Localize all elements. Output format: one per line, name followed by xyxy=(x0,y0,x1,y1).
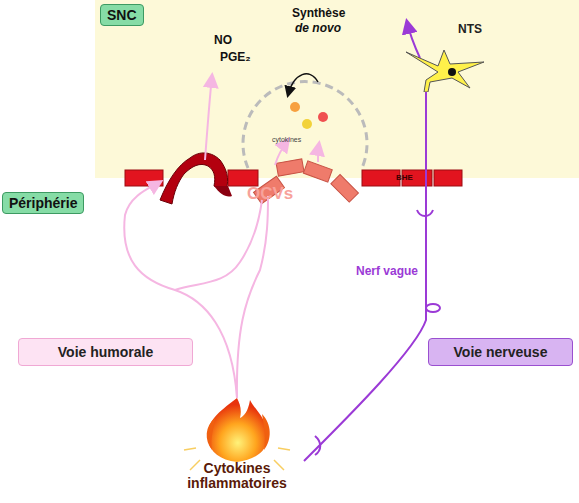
fire-node: Cytokines inflammatoires xyxy=(162,461,312,492)
fire-symbol xyxy=(184,398,290,470)
edge-label: Nerf vague xyxy=(356,264,418,278)
cns-region xyxy=(95,0,579,178)
annotation-label: Synthèse xyxy=(292,6,345,20)
node-text: Voie humorale xyxy=(25,344,186,360)
vagus-nerve-line xyxy=(304,92,426,461)
region-title: SNC xyxy=(100,4,144,26)
neuron-output-arrow xyxy=(407,22,420,58)
node-text: Périphérie xyxy=(9,195,77,211)
annotation-label: PGE₂ xyxy=(220,50,251,64)
annotation-label: OCVs xyxy=(247,184,293,204)
cytokine-dot xyxy=(302,119,312,129)
synthesis-arrow xyxy=(288,74,318,95)
annotation-label: BHE xyxy=(396,173,413,182)
node-text: SNC xyxy=(107,7,137,23)
ocv-dashed-circle xyxy=(243,82,367,168)
region-title: Périphérie xyxy=(2,192,84,214)
blood-vessel-end xyxy=(214,186,232,197)
annotation-label: de novo xyxy=(295,21,341,35)
vagus-ganglion xyxy=(426,304,440,312)
blood-vessel xyxy=(160,153,228,204)
node-text: Voie nerveuse xyxy=(435,344,566,360)
pathway-box: Voie nerveuse xyxy=(428,338,573,366)
annotation-label: NO xyxy=(214,33,232,47)
pathway-box: Voie humorale xyxy=(18,338,193,366)
cytokine-dot xyxy=(290,102,300,112)
neuron-node: NTS xyxy=(400,22,490,92)
node-text: NTS xyxy=(458,22,482,36)
cytokine-dot xyxy=(318,112,328,122)
node-text: Cytokines inflammatoires xyxy=(162,461,312,492)
annotation-label: cytokines xyxy=(272,136,301,143)
